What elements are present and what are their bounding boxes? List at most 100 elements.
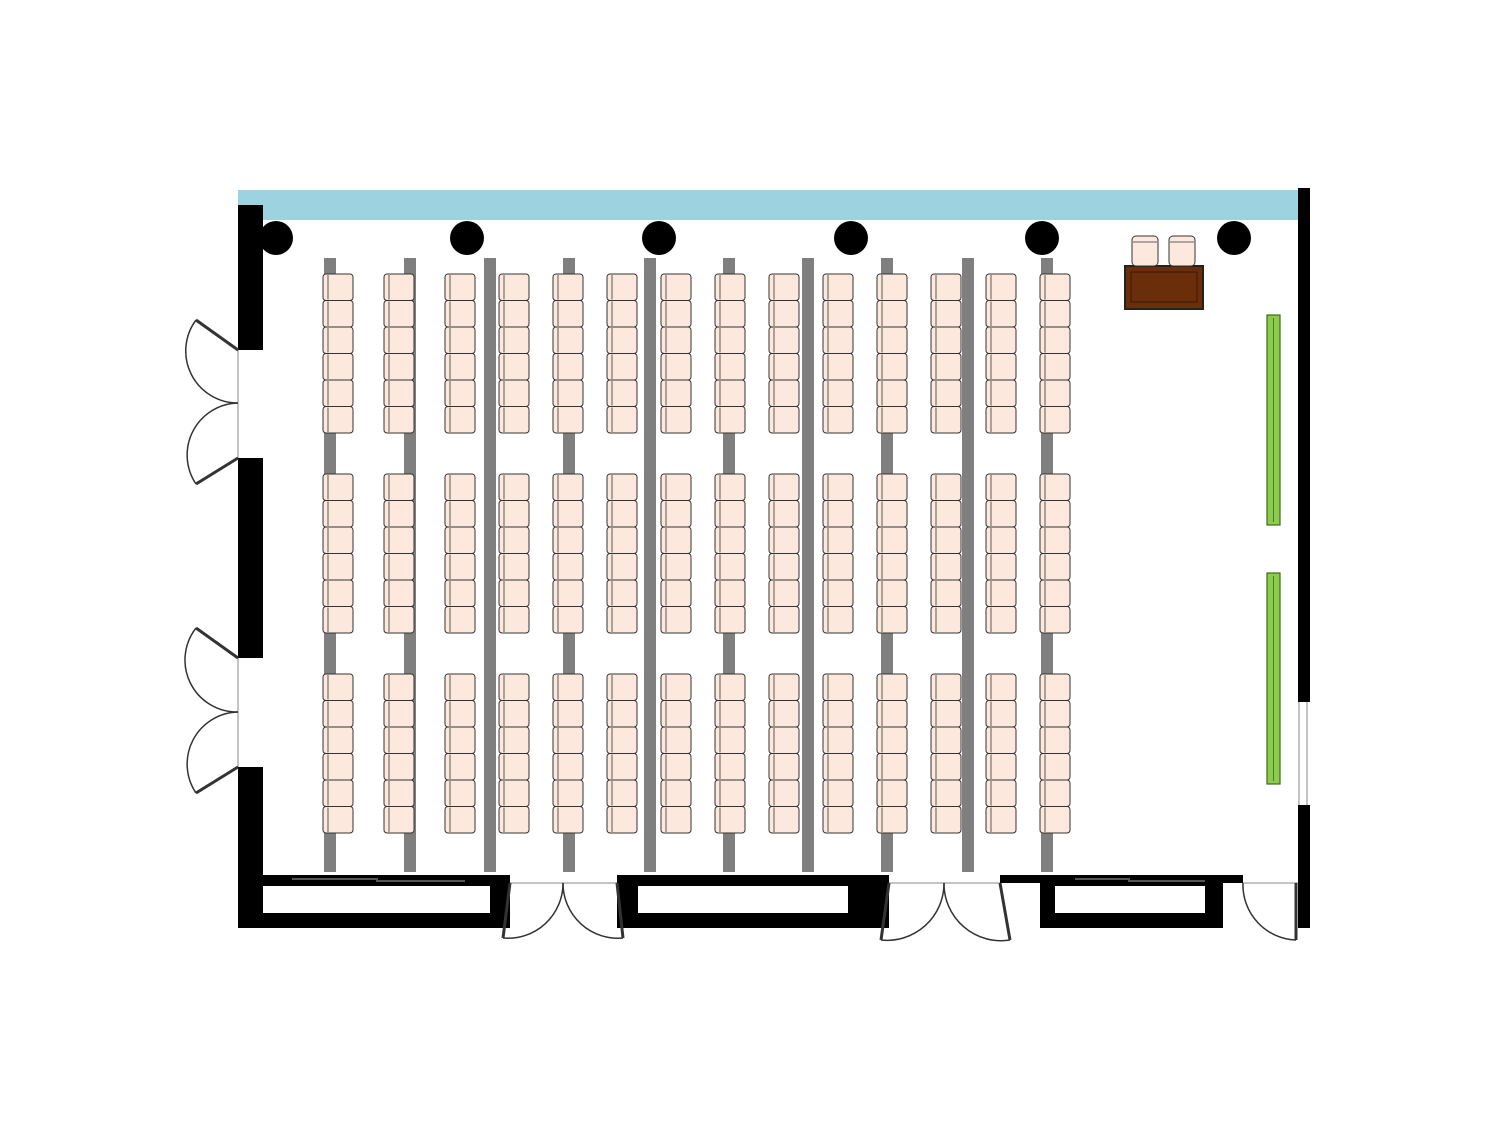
chair (876, 526, 908, 554)
bottom-single-door (1242, 882, 1298, 941)
chair (768, 473, 800, 501)
chair (822, 473, 854, 501)
chair (714, 273, 746, 301)
chair (930, 553, 962, 581)
chair (322, 726, 354, 754)
chair (383, 806, 415, 834)
chair (444, 353, 476, 381)
chair (1039, 779, 1071, 807)
chair (383, 579, 415, 607)
whiteboard (1266, 572, 1281, 785)
chair (930, 300, 962, 328)
chair (552, 473, 584, 501)
chair (714, 379, 746, 407)
pillar (1217, 221, 1251, 255)
chair (498, 806, 530, 834)
chair (768, 673, 800, 701)
chair (552, 526, 584, 554)
chair (606, 673, 638, 701)
chair (660, 806, 692, 834)
chair (1039, 379, 1071, 407)
chair (444, 673, 476, 701)
chair (552, 500, 584, 528)
chair (930, 379, 962, 407)
chair (444, 606, 476, 634)
chair (498, 606, 530, 634)
chair (985, 753, 1017, 781)
chair (822, 673, 854, 701)
chair (606, 700, 638, 728)
chair (660, 579, 692, 607)
chair (1039, 606, 1071, 634)
chair (1039, 673, 1071, 701)
chair (714, 526, 746, 554)
chair (768, 553, 800, 581)
pillar (1025, 221, 1059, 255)
chair (768, 806, 800, 834)
chair (383, 326, 415, 354)
chair (930, 726, 962, 754)
chair (606, 273, 638, 301)
chair (768, 779, 800, 807)
chair (322, 553, 354, 581)
chair (985, 806, 1017, 834)
chair (768, 753, 800, 781)
chair (985, 300, 1017, 328)
chair (985, 606, 1017, 634)
chair (498, 326, 530, 354)
chair (498, 353, 530, 381)
chair (383, 300, 415, 328)
bottom-double-door-1 (501, 882, 625, 939)
chair (383, 353, 415, 381)
chair (444, 526, 476, 554)
chair (552, 753, 584, 781)
chair (876, 300, 908, 328)
chair (660, 726, 692, 754)
chair (606, 779, 638, 807)
chair (660, 500, 692, 528)
chair (985, 553, 1017, 581)
chair (322, 673, 354, 701)
chair (498, 673, 530, 701)
chair (498, 379, 530, 407)
chair (444, 553, 476, 581)
chair (444, 806, 476, 834)
chair (985, 326, 1017, 354)
chair (383, 526, 415, 554)
aisle-bar (802, 258, 814, 872)
chair (985, 779, 1017, 807)
chair (822, 579, 854, 607)
chair (1039, 300, 1071, 328)
chair (498, 500, 530, 528)
chair (606, 526, 638, 554)
chair (552, 326, 584, 354)
chair (985, 473, 1017, 501)
chair (714, 606, 746, 634)
chair (876, 779, 908, 807)
chair (876, 379, 908, 407)
chair (714, 353, 746, 381)
chair (660, 553, 692, 581)
chair (714, 700, 746, 728)
chair (660, 779, 692, 807)
chair (552, 726, 584, 754)
chair (322, 300, 354, 328)
chair (1039, 273, 1071, 301)
chair (322, 273, 354, 301)
chair (444, 700, 476, 728)
chair (985, 379, 1017, 407)
chair (322, 326, 354, 354)
aisle-bar (484, 258, 496, 872)
chair (930, 406, 962, 434)
chair (322, 353, 354, 381)
chair (660, 326, 692, 354)
chair (876, 473, 908, 501)
chair (606, 606, 638, 634)
chair (498, 406, 530, 434)
chair (552, 553, 584, 581)
chair (660, 353, 692, 381)
chair (768, 406, 800, 434)
chair (768, 700, 800, 728)
chair (444, 326, 476, 354)
